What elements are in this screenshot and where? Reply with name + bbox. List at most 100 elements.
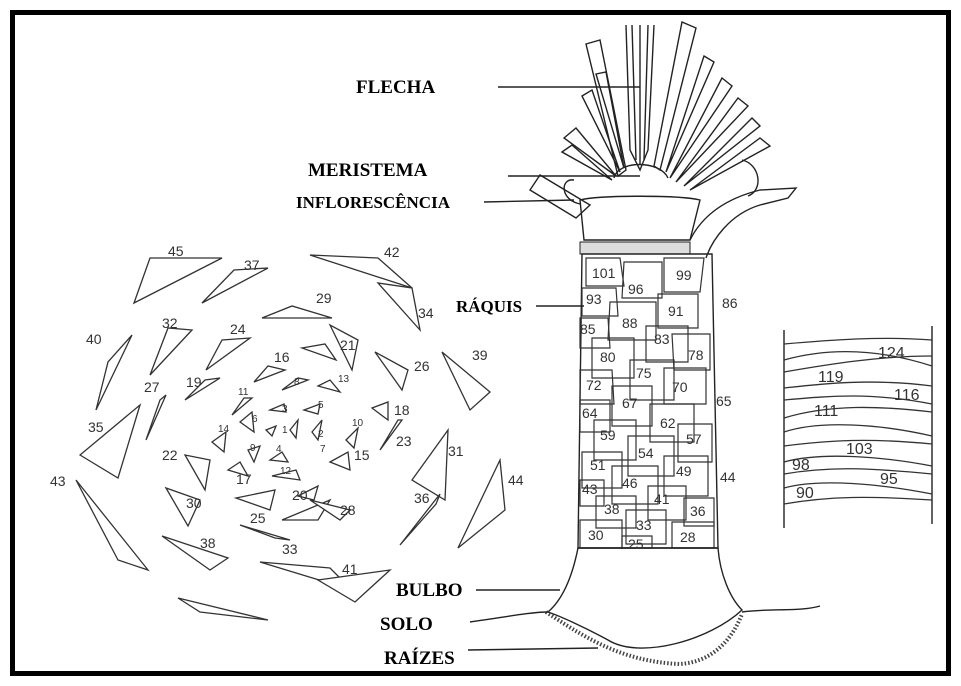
spiral-num: 38	[200, 535, 216, 551]
spiral-num: 22	[162, 447, 178, 463]
spiral-num: 41	[342, 561, 358, 577]
trunk-num: 28	[680, 529, 696, 545]
trunk-num: 44	[720, 469, 736, 485]
detail-num: 95	[880, 471, 898, 488]
label-meristema: MERISTEMA	[308, 160, 428, 181]
spiral-num: 28	[340, 502, 356, 518]
trunk-num: 80	[600, 349, 616, 365]
spiral-phyllotaxis	[76, 255, 505, 620]
trunk-num: 46	[622, 475, 638, 491]
trunk-num: 75	[636, 365, 652, 381]
scar	[346, 428, 358, 448]
trunk-num: 93	[586, 291, 602, 307]
label-flecha: FLECHA	[356, 77, 435, 98]
spiral-num: 23	[396, 433, 412, 449]
scar	[378, 283, 420, 330]
spiral-num: 16	[274, 349, 290, 365]
scar	[202, 268, 268, 303]
detail-num: 111	[814, 403, 838, 420]
spiral-num: 29	[316, 290, 332, 306]
spiral-num: 36	[414, 490, 430, 506]
scar	[206, 338, 250, 370]
scar	[318, 380, 340, 392]
detail-num: 119	[818, 369, 844, 386]
spiral-num: 10	[352, 418, 364, 429]
scar	[178, 598, 268, 620]
label-bulbo: BULBO	[396, 580, 463, 601]
spiral-num: 11	[238, 387, 249, 398]
trunk-num: 64	[582, 405, 598, 421]
trunk-num: 99	[676, 267, 692, 283]
scar	[372, 402, 388, 420]
spiral-num: 30	[186, 495, 202, 511]
spiral-num: 1	[282, 425, 288, 436]
trunk-num: 41	[654, 491, 670, 507]
leader-line	[484, 200, 574, 202]
trunk-detail: 124 119 116 111 103 98 95 90	[784, 326, 932, 528]
label-solo: SOLO	[380, 614, 433, 635]
spiral-num: 45	[168, 243, 184, 259]
spiral-num: 15	[354, 447, 370, 463]
leader-line	[468, 648, 598, 650]
trunk-num: 65	[716, 393, 732, 409]
detail-num: 103	[846, 441, 873, 458]
spiral-num: 35	[88, 419, 104, 435]
scar	[240, 525, 290, 540]
trunk-num: 72	[586, 377, 602, 393]
spiral-num: 3	[282, 404, 288, 415]
label-inflorescencia: INFLORESCÊNCIA	[296, 193, 451, 212]
spiral-num: 4	[276, 444, 282, 455]
detail-num: 116	[894, 387, 920, 404]
label-raquis: RÁQUIS	[456, 297, 522, 316]
palm-crown	[530, 22, 796, 258]
spiral-num: 40	[86, 331, 102, 347]
spiral-num: 24	[230, 321, 246, 337]
trunk-num: 67	[622, 395, 638, 411]
spiral-num: 42	[384, 244, 400, 260]
spiral-num: 5	[318, 400, 324, 411]
trunk-num: 49	[676, 463, 692, 479]
scar	[185, 455, 210, 490]
trunk-num: 57	[686, 431, 702, 447]
spiral-num: 12	[280, 466, 292, 477]
spiral-num: 9	[250, 443, 256, 454]
spiral-num: 13	[338, 374, 350, 385]
spiral-num: 44	[508, 472, 524, 488]
trunk-num: 62	[660, 415, 676, 431]
scar	[212, 432, 226, 452]
scar	[262, 306, 332, 318]
trunk-num: 51	[590, 457, 606, 473]
spiral-num: 43	[50, 473, 66, 489]
spiral-num: 31	[448, 443, 464, 459]
trunk-num: 38	[604, 501, 620, 517]
spiral-num: 14	[218, 424, 230, 435]
trunk-num: 43	[582, 481, 598, 497]
trunk-num: 83	[654, 331, 670, 347]
scar	[146, 395, 166, 440]
spiral-number-labels: 1 2 3 4 5 6 7 8 9 10 11 12 13 14 15 16 1…	[50, 243, 524, 577]
spiral-num: 25	[250, 510, 266, 526]
scar	[236, 490, 275, 510]
scar	[76, 480, 148, 570]
trunk-num: 30	[588, 527, 604, 543]
scar	[375, 352, 408, 390]
spiral-num: 6	[252, 414, 258, 425]
spiral-num: 8	[294, 377, 300, 388]
spiral-num: 27	[144, 379, 160, 395]
spiral-num: 17	[236, 471, 252, 487]
trunk-num: 91	[668, 303, 684, 319]
trunk-num: 78	[688, 347, 704, 363]
trunk-num: 96	[628, 281, 644, 297]
spiral-num: 20	[292, 487, 308, 503]
scar	[302, 344, 336, 360]
scar	[162, 536, 228, 570]
trunk-num: 88	[622, 315, 638, 331]
scar	[290, 420, 298, 438]
detail-num: 90	[796, 485, 814, 502]
detail-num: 124	[878, 345, 905, 362]
trunk-num: 85	[580, 321, 596, 337]
spiral-num: 26	[414, 358, 430, 374]
scar	[254, 366, 285, 382]
trunk-num: 36	[690, 503, 706, 519]
